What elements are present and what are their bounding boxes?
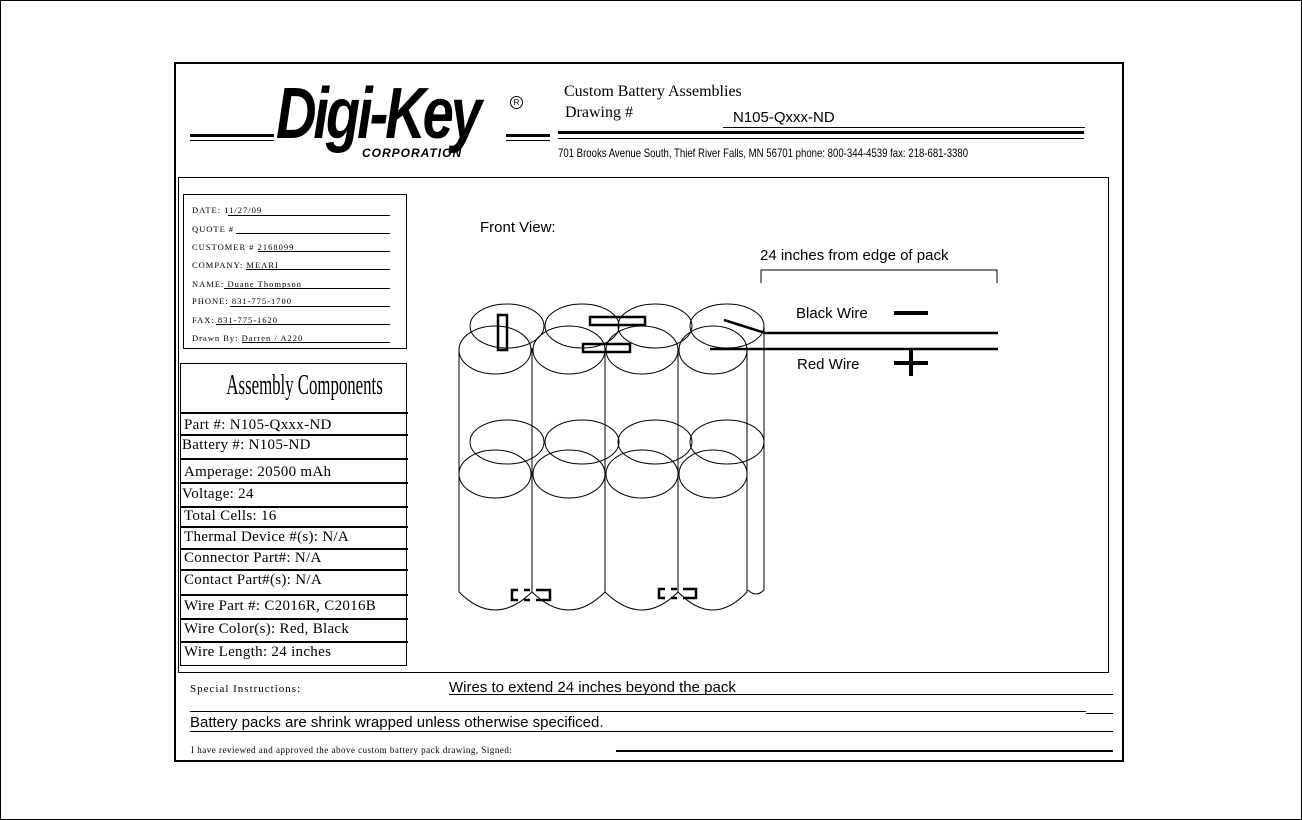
black-wire-label: Black Wire [796, 305, 868, 322]
special-instructions-label: Special Instructions: [190, 683, 302, 695]
connection-tabs [496, 313, 698, 602]
company-logo: Digi-Key [276, 74, 482, 154]
component-row: Contact Part#(s): N/A [184, 572, 322, 588]
component-row: Amperage: 20500 mAh [184, 464, 332, 480]
form-title: Custom Battery Assemblies [564, 83, 742, 100]
signature-line [616, 750, 1113, 752]
component-row: Part #: N105-Qxxx-ND [184, 417, 332, 433]
components-divider [181, 412, 408, 414]
info-quote-line [236, 233, 390, 234]
components-divider [181, 641, 408, 643]
info-company-line [246, 269, 390, 270]
wire-length-note: 24 inches from edge of pack [760, 247, 949, 264]
footer-rule [190, 711, 1086, 712]
info-fax: FAX: 831-775-1620 [192, 315, 279, 325]
info-phone: PHONE: 831-775-1700 [192, 296, 292, 306]
components-divider [181, 569, 408, 571]
info-customer: CUSTOMER # 2168099 [192, 242, 295, 252]
component-row: Wire Length: 24 inches [184, 644, 332, 660]
logo-subtitle: CORPORATION [362, 146, 463, 160]
special-instructions-line [449, 694, 1113, 695]
company-address: 701 Brooks Avenue South, Thief River Fal… [558, 146, 969, 160]
back-row-cells [469, 303, 765, 595]
component-row: Total Cells: 16 [184, 508, 277, 524]
header-rule-thick [558, 131, 1084, 134]
output-wires [710, 318, 998, 351]
assembly-components-table: Assembly Components Part #: N105-Qxxx-ND… [180, 363, 408, 666]
shrink-note-line [190, 731, 1113, 732]
front-row-cells [458, 325, 748, 611]
components-divider [181, 526, 408, 528]
polarity-symbols [894, 311, 928, 376]
info-name-line [224, 288, 390, 289]
drawing-number: N105-Qxxx-ND [733, 109, 835, 126]
components-divider [181, 548, 408, 550]
approval-statement: I have reviewed and approved the above c… [191, 745, 513, 755]
length-dimension-bracket [760, 269, 998, 283]
info-name: NAME: Duane Thompson [192, 279, 303, 289]
component-row: Voltage: 24 [182, 486, 254, 502]
component-row: Wire Color(s): Red, Black [184, 621, 350, 637]
info-company: COMPANY: MEARI [192, 260, 279, 270]
logo-rule-left [190, 134, 274, 137]
front-view-label: Front View: [480, 219, 556, 236]
components-title: Assembly Components [226, 370, 383, 401]
drawing-label: Drawing # [565, 104, 633, 121]
components-divider [181, 458, 408, 460]
logo-rule-left-thin [190, 140, 274, 141]
components-divider [181, 594, 408, 596]
component-row: Wire Part #: C2016R, C2016B [184, 598, 377, 614]
info-date-line [228, 215, 390, 216]
registered-mark-icon: R [510, 96, 523, 109]
drawing-number-underline [723, 127, 1085, 128]
logo-rule-right-thin [506, 140, 550, 141]
shrink-wrap-note: Battery packs are shrink wrapped unless … [190, 714, 604, 731]
drawing-area-frame [178, 177, 1109, 673]
drawing-sheet [174, 62, 1124, 762]
info-customer-line [258, 251, 390, 252]
components-divider [181, 506, 408, 508]
components-divider [181, 482, 408, 484]
info-date: DATE: 11/27/09 [192, 205, 263, 215]
logo-rule-right [506, 134, 550, 137]
red-wire-label: Red Wire [797, 356, 860, 373]
info-phone-line [230, 306, 390, 307]
component-row: Battery #: N105-ND [182, 437, 311, 453]
info-drawn-by: Drawn By: Darren / A220 [192, 333, 304, 343]
info-drawn-by-line [242, 342, 390, 343]
components-divider [181, 618, 408, 620]
header-rule-thin [558, 138, 1084, 139]
info-fax-line [216, 324, 390, 325]
customer-info-box: DATE: 11/27/09 QUOTE # CUSTOMER # 216809… [183, 194, 407, 349]
component-row: Thermal Device #(s): N/A [184, 529, 350, 545]
info-quote: QUOTE # [192, 224, 235, 234]
footer-rule-end [1086, 713, 1113, 714]
component-row: Connector Part#: N/A [184, 550, 322, 566]
components-divider [181, 434, 408, 436]
special-instructions-value: Wires to extend 24 inches beyond the pac… [449, 679, 736, 696]
black-wire [723, 318, 998, 335]
